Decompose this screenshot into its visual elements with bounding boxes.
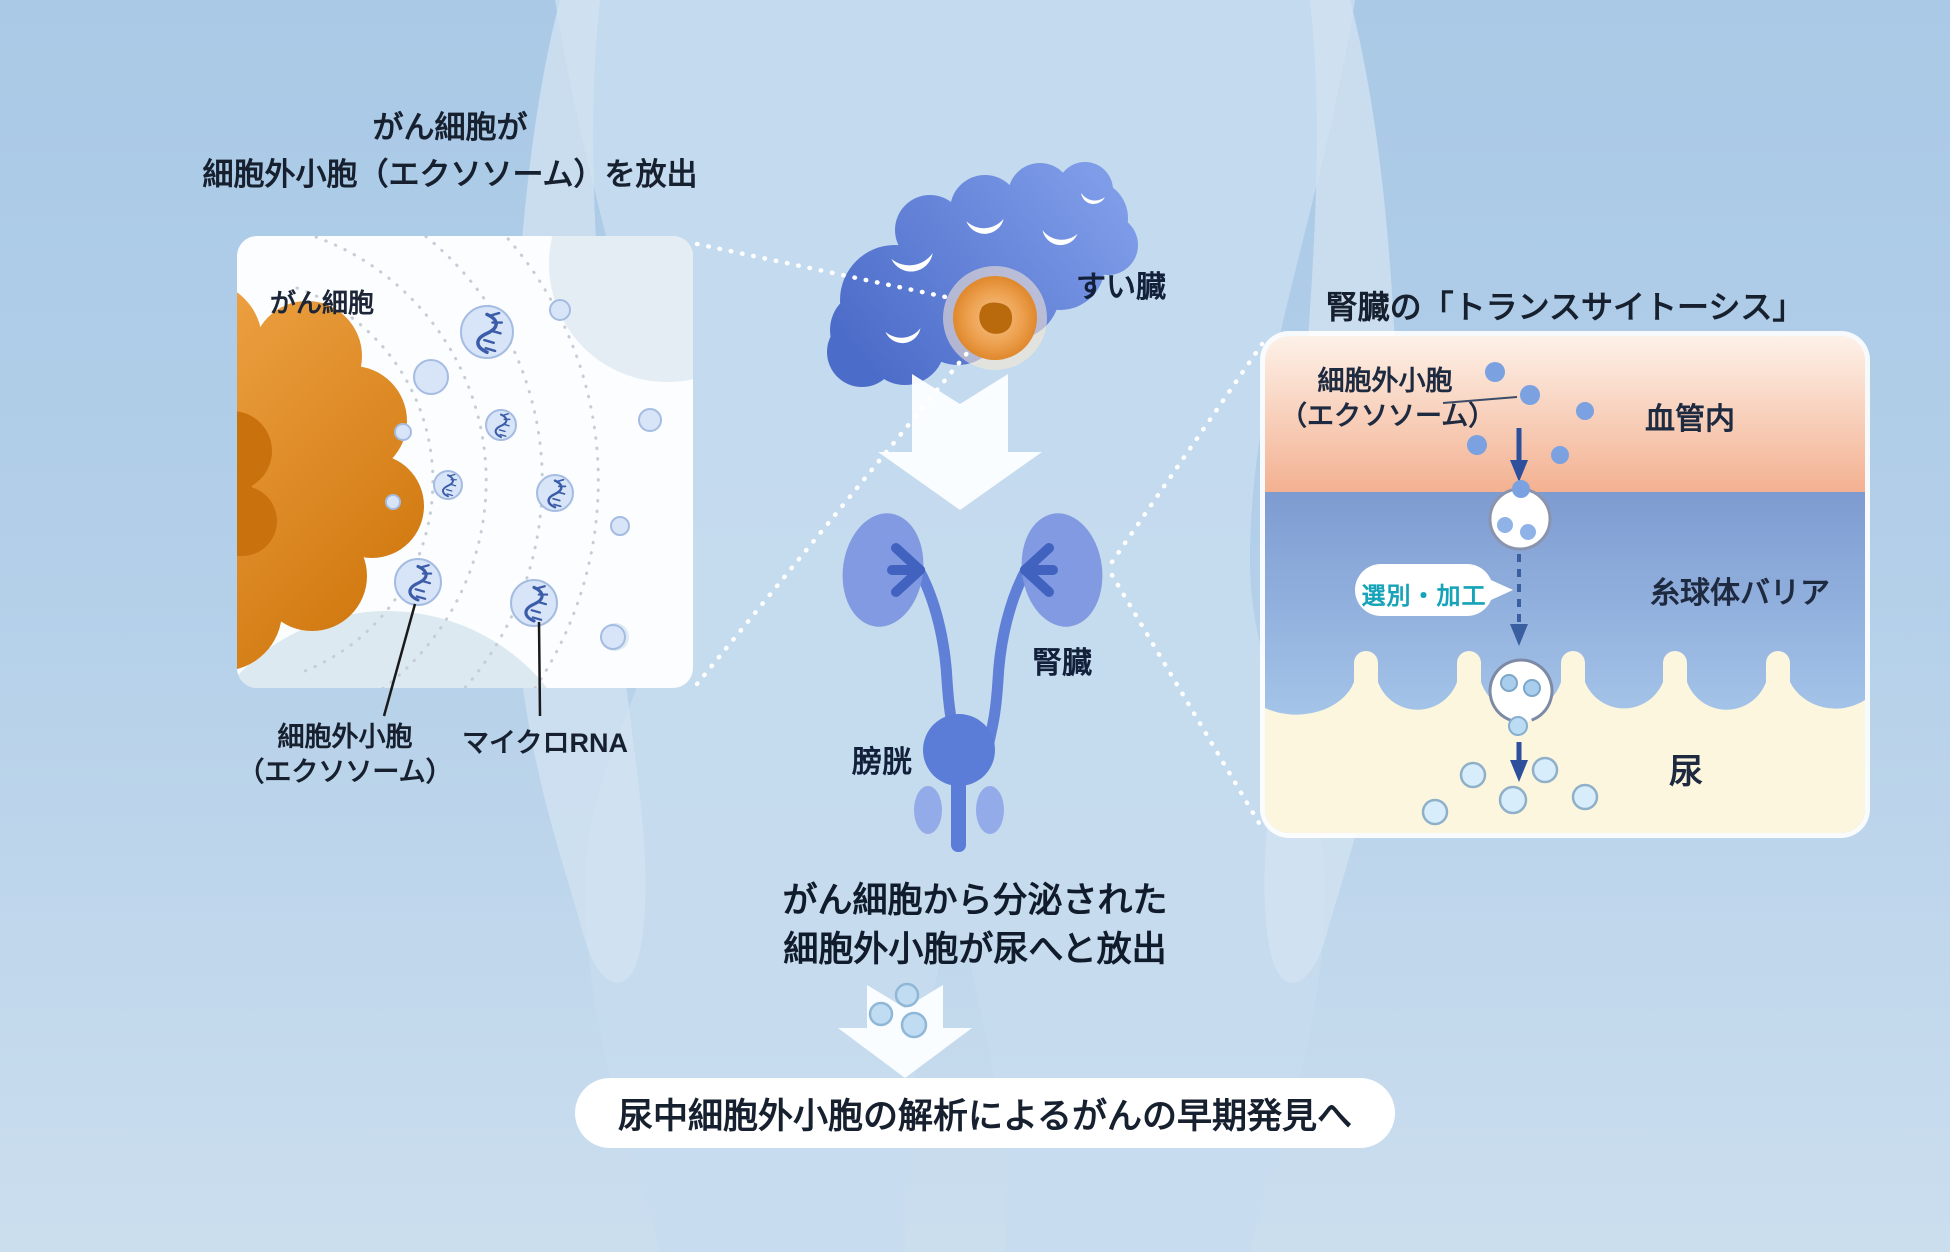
vesicle-callout-label: 細胞外小胞 （エクソソーム） — [205, 720, 485, 790]
exocytosis-vesicle-membrane — [1488, 658, 1554, 722]
entering-dot — [1512, 480, 1530, 498]
cargo-dot — [1520, 524, 1536, 540]
entry-arrow — [1510, 428, 1528, 482]
endocytosis-vesicle — [1488, 487, 1552, 551]
blood-zone — [1265, 336, 1865, 492]
center-caption: がん細胞から分泌された 細胞外小胞が尿へと放出 — [680, 876, 1270, 974]
process-label: 選別・加工 — [1361, 583, 1487, 610]
bladder-side-lobe-left — [914, 786, 942, 834]
cancer-cell-illustration — [237, 236, 693, 688]
urine-vesicle-dots — [1421, 756, 1599, 826]
bladder — [923, 714, 995, 786]
cancer-cell-body — [237, 292, 424, 670]
urine-zone-label: 尿 — [1669, 753, 1703, 791]
transit-dashed-arrow — [1510, 554, 1528, 646]
right-kidney — [1021, 513, 1103, 627]
release-arrow — [1510, 742, 1528, 782]
panel-vesicle-line1: 細胞外小胞 — [1317, 366, 1453, 396]
panel-vesicle-line2: （エクソソーム） — [1280, 401, 1496, 431]
urine-zone — [1265, 651, 1865, 833]
transcytosis-panel: 細胞外小胞 （エクソソーム） 血管内 選別・加工 糸球体バリア 尿 — [1265, 336, 1865, 833]
urethra — [951, 770, 966, 852]
left-figure-title-line1: がん細胞が — [372, 110, 528, 145]
blood-zone-label: 血管内 — [1645, 403, 1735, 436]
barrier-zone-label: 糸球体バリア — [1650, 577, 1830, 610]
vesicle-callout-line1: 細胞外小胞 — [277, 722, 413, 752]
bladder-label: 膀胱 — [852, 746, 912, 779]
cargo-dot — [1497, 517, 1513, 533]
process-bubble — [1355, 564, 1513, 616]
blood-vesicle-dots — [1467, 362, 1594, 464]
center-caption-line2: 細胞外小胞が尿へと放出 — [783, 930, 1167, 969]
right-figure-title: 腎臓の「トランスサイトーシス」 — [1325, 289, 1805, 325]
cancer-cell-label: がん細胞 — [270, 288, 375, 318]
vesicle-pointer-line — [1442, 396, 1518, 404]
center-caption-line1: がん細胞から分泌された — [782, 881, 1168, 920]
tumor-core — [979, 302, 1013, 334]
urine-vesicle-bubbles — [868, 982, 928, 1039]
right-ureter — [983, 566, 1031, 748]
bladder-side-lobe-right — [976, 786, 1004, 834]
kidney-label: 腎臓 — [1032, 647, 1092, 680]
vesicle-callout-line2: （エクソソーム） — [237, 757, 453, 787]
pancreas-label: すい臓 — [1076, 271, 1166, 304]
cancer-cell-panel — [237, 236, 693, 688]
conclusion-banner: 尿中細胞外小胞の解析によるがんの早期発見へ — [575, 1078, 1395, 1148]
background-cell-1 — [549, 236, 693, 382]
left-figure-title: がん細胞が 細胞外小胞（エクソソーム）を放出 — [150, 104, 750, 198]
cargo-dot — [1500, 674, 1518, 692]
escaping-dot — [1508, 716, 1528, 736]
panel-vesicle-label: 細胞外小胞 （エクソソーム） — [1280, 364, 1496, 434]
cancer-cell-nucleus — [237, 411, 277, 556]
microrna-callout-label: マイクロRNA — [462, 728, 628, 758]
cargo-dot — [1523, 679, 1541, 697]
transcytosis-illustration — [1265, 336, 1865, 833]
left-figure-title-line2: 細胞外小胞（エクソソーム）を放出 — [202, 157, 698, 192]
